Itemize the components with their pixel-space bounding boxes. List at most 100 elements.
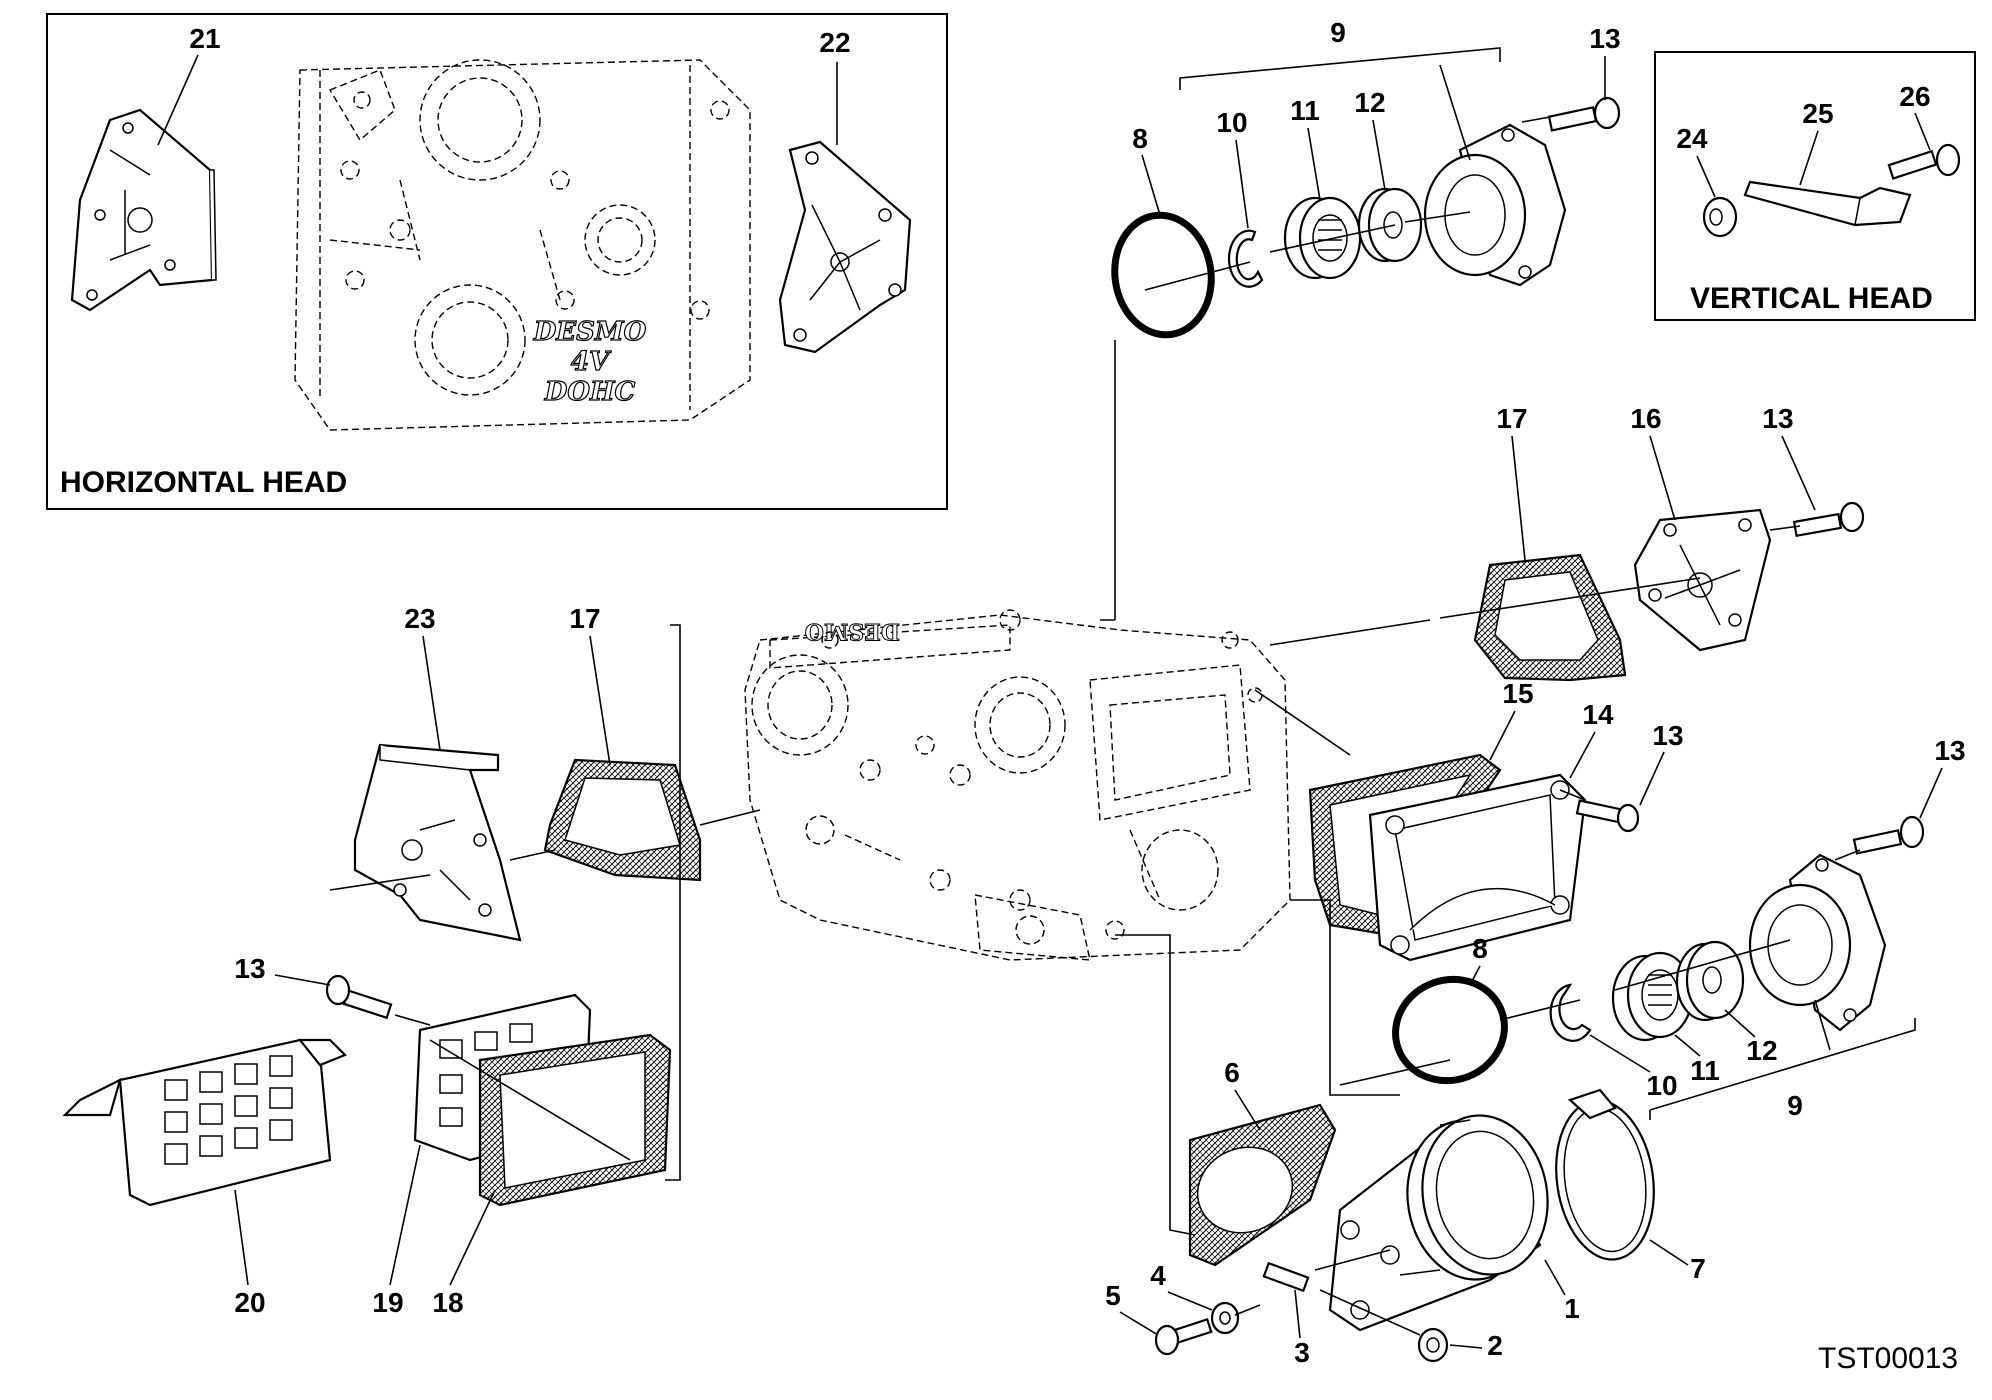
intake-group: 6 1 7 2 3 4 5 xyxy=(1105,934,1706,1368)
part-21-bracket xyxy=(70,108,217,312)
leader-6 xyxy=(1234,1089,1261,1131)
leader-24 xyxy=(1696,155,1716,198)
leader-20 xyxy=(234,1189,249,1286)
axis-line-left-lower xyxy=(394,1014,631,1161)
right-cover-group: 17 16 13 xyxy=(1269,403,1865,682)
vertical-head-inset: VERTICAL HEAD 24 25 26 xyxy=(1654,51,1976,321)
part-7-clamp xyxy=(1555,1088,1655,1261)
drawing-code: TST00013 xyxy=(1818,1342,1958,1375)
part-4-washer xyxy=(1210,1301,1240,1335)
top-bearing-assembly: 9 8 10 11 12 13 xyxy=(1100,17,1621,621)
part-12-bearing-lower xyxy=(1675,940,1745,1022)
callout-26: 26 xyxy=(1899,81,1930,112)
callout-11-top: 11 xyxy=(1290,95,1320,126)
leader-17-right xyxy=(1511,435,1526,561)
bracket-9-top xyxy=(1179,47,1501,90)
cover-text-4v: 4V xyxy=(571,347,612,377)
callout-13-top: 13 xyxy=(1589,23,1620,54)
leader-25 xyxy=(1799,130,1819,186)
callout-1: 1 xyxy=(1564,1293,1580,1324)
callout-3: 3 xyxy=(1294,1337,1310,1368)
callout-25: 25 xyxy=(1802,98,1833,129)
part-5-screw xyxy=(1154,1318,1213,1356)
axis-line-intake xyxy=(1115,934,1421,1336)
bracket-9-lower xyxy=(1649,1018,1916,1120)
leader-13-right-middle xyxy=(1639,751,1665,806)
leader-8-lower xyxy=(1469,965,1481,986)
part-13-screw-top xyxy=(1547,96,1621,132)
callout-16: 16 xyxy=(1630,403,1661,434)
vertical-head-frame xyxy=(1654,51,1976,321)
leader-26 xyxy=(1914,112,1931,151)
leader-9-top xyxy=(1439,64,1471,161)
leader-12-top xyxy=(1372,119,1386,191)
part-11-bearing-top xyxy=(1283,196,1362,280)
leader-19 xyxy=(389,1144,421,1286)
part-11-bearing-lower xyxy=(1611,951,1694,1042)
callout-17-right: 17 xyxy=(1496,403,1527,434)
part-13-screw-right-middle xyxy=(1575,799,1640,833)
part-6-gasket xyxy=(1188,1103,1337,1267)
leader-2 xyxy=(1449,1344,1483,1349)
part-14-cover xyxy=(1368,773,1587,962)
callout-12-top: 12 xyxy=(1354,87,1385,118)
callout-7: 7 xyxy=(1690,1253,1706,1284)
part-3-stud xyxy=(1262,1261,1310,1293)
leader-4 xyxy=(1167,1291,1213,1311)
callout-22: 22 xyxy=(819,27,850,58)
head-casting-text: DESMO xyxy=(805,618,900,644)
leader-13-right-upper xyxy=(1781,435,1816,511)
callout-13-left: 13 xyxy=(234,953,265,984)
axis-line-right-cover xyxy=(1269,525,1801,646)
leader-16 xyxy=(1649,435,1676,521)
leader-17-left xyxy=(589,635,611,766)
part-17-gasket-right xyxy=(1473,553,1627,682)
cover-text-desmo: DESMO xyxy=(533,317,647,347)
callout-10-top: 10 xyxy=(1216,107,1247,138)
axis-line-middle-cover xyxy=(1254,689,1586,801)
part-22-plate xyxy=(778,140,912,354)
leader-13-left xyxy=(274,974,331,986)
part-20-reed-block xyxy=(62,1038,347,1207)
leader-11-top xyxy=(1307,127,1321,201)
leader-12-lower xyxy=(1724,1009,1756,1038)
callout-13-lower: 13 xyxy=(1934,735,1965,766)
leader-13-lower xyxy=(1919,767,1943,819)
callout-20: 20 xyxy=(234,1287,265,1318)
part-25-clip xyxy=(1743,180,1912,227)
callout-15: 15 xyxy=(1502,678,1533,709)
leader-5 xyxy=(1119,1311,1159,1336)
callout-8-top: 8 xyxy=(1132,123,1148,154)
cover-text-dohc: DOHC xyxy=(544,377,636,407)
callout-21: 21 xyxy=(189,23,220,54)
callout-9-top: 9 xyxy=(1330,17,1346,48)
link-top-ring-to-head xyxy=(1100,340,1116,621)
main-cylinder-head: DESMO xyxy=(744,609,1291,961)
callout-11-lower: 11 xyxy=(1690,1055,1720,1086)
middle-cover-group: 15 14 13 xyxy=(1254,678,1684,962)
callout-6: 6 xyxy=(1224,1057,1240,1088)
part-8-oring-lower xyxy=(1392,975,1508,1085)
part-10-circlip-top xyxy=(1227,229,1264,288)
axis-line-top xyxy=(1144,211,1471,291)
horizontal-head-title: HORIZONTAL HEAD xyxy=(60,466,347,499)
callout-17-left: 17 xyxy=(569,603,600,634)
leader-18 xyxy=(449,1189,496,1286)
link-left-to-head xyxy=(665,624,681,1181)
leader-10-lower xyxy=(1589,1034,1651,1073)
horizontal-head-frame xyxy=(46,13,948,510)
part-10-circlip-lower xyxy=(1549,983,1592,1042)
part-26-screw xyxy=(1887,143,1961,180)
callout-13-right-upper: 13 xyxy=(1762,403,1793,434)
part-9-housing-lower xyxy=(1748,853,1887,1032)
callout-12-lower: 12 xyxy=(1746,1035,1777,1066)
vertical-head-title: VERTICAL HEAD xyxy=(1690,282,1933,315)
leader-8-top xyxy=(1141,154,1161,216)
part-18-gasket xyxy=(478,1033,672,1207)
part-13-screw-lower xyxy=(1852,815,1925,855)
lower-bearing-assembly: 8 10 11 12 9 13 xyxy=(1290,735,1966,1121)
leader-15 xyxy=(1489,710,1516,761)
leader-9-lower xyxy=(1814,999,1831,1051)
callout-24: 24 xyxy=(1676,123,1708,154)
